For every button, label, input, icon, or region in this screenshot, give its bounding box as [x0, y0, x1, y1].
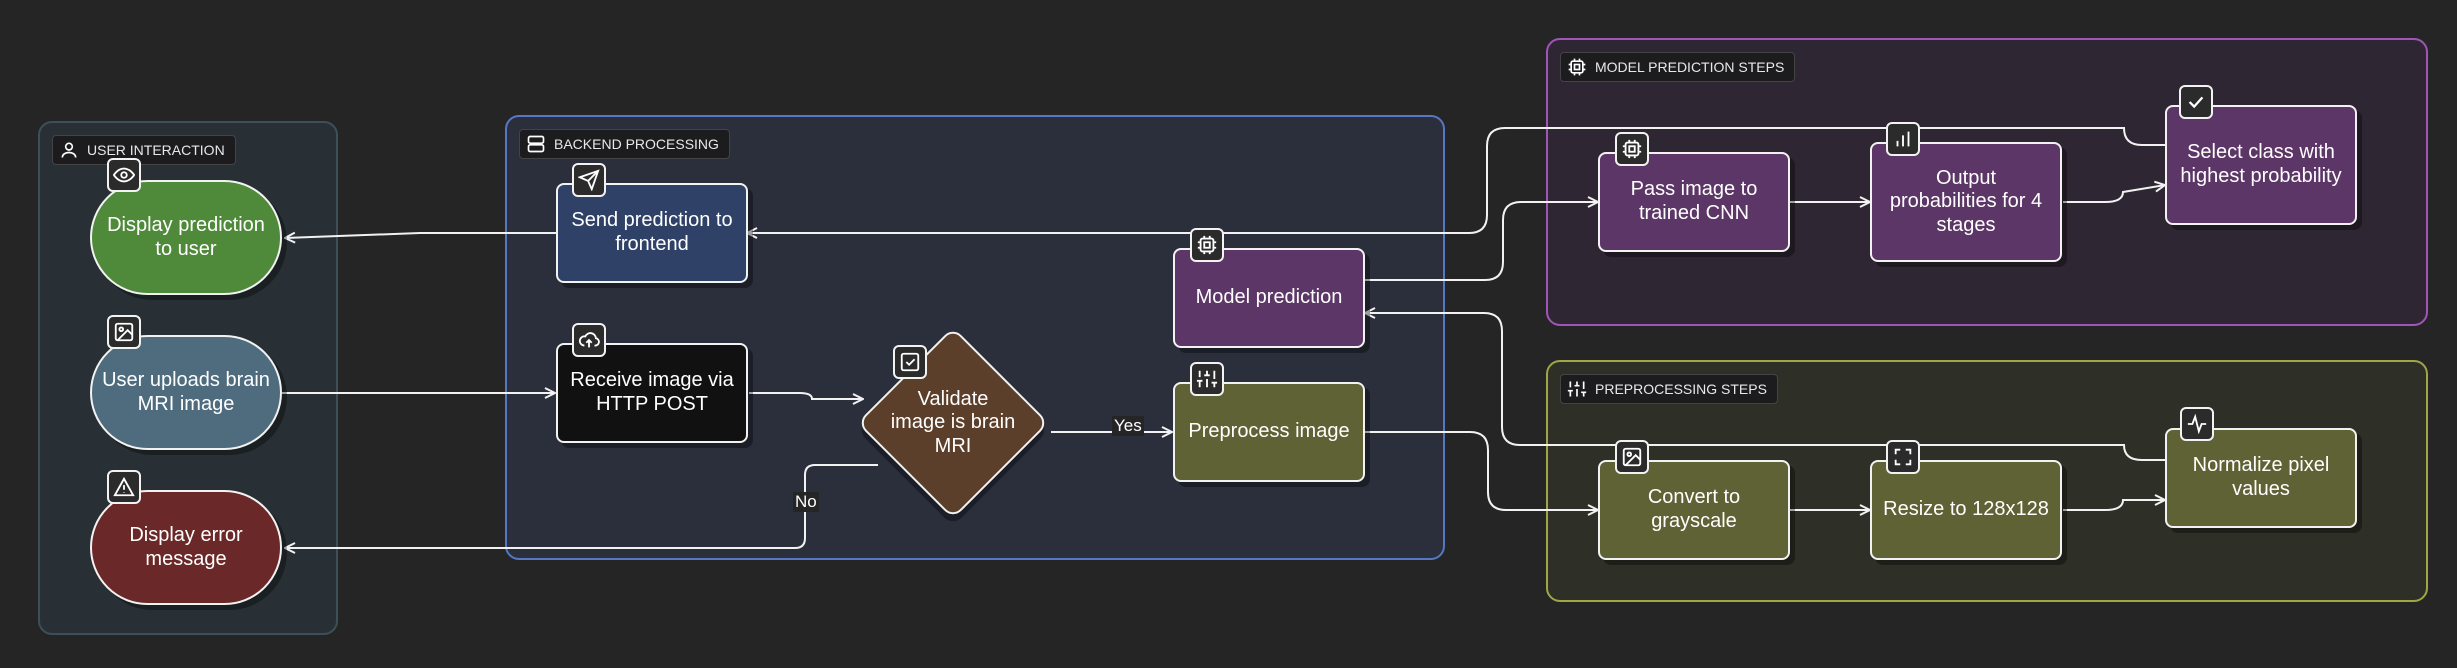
eye-icon	[113, 167, 135, 183]
display-prediction-node[interactable]: Display prediction to user	[90, 180, 282, 295]
edge-normalize-to-model	[1365, 313, 2165, 461]
send-prediction-node[interactable]: Send prediction to frontend	[556, 183, 748, 283]
warning-icon	[113, 476, 135, 497]
validate-icon-box	[893, 345, 927, 379]
cpu-icon	[1568, 58, 1586, 76]
normalize-node[interactable]: Normalize pixel values	[2165, 428, 2357, 528]
model-prediction-node[interactable]: Model prediction	[1173, 248, 1365, 348]
image-icon	[114, 322, 134, 342]
resize-node[interactable]: Resize to 128x128	[1870, 460, 2062, 560]
user-uploads-node[interactable]: User uploads brain MRI image	[90, 335, 282, 450]
output-probs-icon-box	[1886, 122, 1920, 156]
display-error-icon-box	[107, 470, 141, 504]
maximize-icon	[1894, 448, 1912, 466]
cpu-icon	[1197, 235, 1217, 255]
edge-send-to-display	[285, 233, 556, 238]
preprocess-icon-box	[1190, 362, 1224, 396]
pass-cnn-node[interactable]: Pass image to trained CNN	[1598, 152, 1790, 252]
edge-label-yes: Yes	[1112, 416, 1144, 436]
output-probs-node[interactable]: Output probabilities for 4 stages	[1870, 142, 2062, 262]
display-prediction-icon-box	[107, 158, 141, 192]
select-class-node[interactable]: Select class with highest probability	[2165, 105, 2357, 225]
bar-chart-icon	[1896, 131, 1910, 147]
edge-label-no: No	[793, 492, 819, 512]
user-uploads-icon-box	[107, 315, 141, 349]
edge-model-to-cnn	[1365, 202, 1598, 281]
grayscale-icon-box	[1615, 440, 1649, 474]
edge-output-to-select	[2063, 185, 2165, 203]
resize-icon-box	[1886, 440, 1920, 474]
edge-receive-to-validate	[749, 392, 863, 399]
upload-cloud-icon	[578, 332, 600, 348]
user-icon	[61, 142, 77, 158]
send-icon	[578, 169, 600, 191]
receive-image-node[interactable]: Receive image via HTTP POST	[556, 343, 748, 443]
edge-validate-no-error	[285, 464, 878, 548]
preprocess-node[interactable]: Preprocess image	[1173, 382, 1365, 482]
display-error-node[interactable]: Display error message	[90, 490, 282, 605]
edge-resize-to-normalize	[2063, 500, 2165, 511]
backend-processing-group-label: BACKEND PROCESSING	[519, 129, 730, 159]
user-interaction-group-label: USER INTERACTION	[52, 135, 236, 165]
edge-select-to-send	[747, 127, 2165, 233]
activity-icon	[2187, 413, 2207, 435]
image-icon	[1622, 447, 1642, 467]
sliders-icon	[1196, 370, 1218, 388]
server-icon	[527, 135, 545, 153]
edge-preprocess-to-grayscale	[1365, 431, 1598, 510]
model-prediction-group-label: MODEL PREDICTION STEPS	[1560, 52, 1796, 82]
model-prediction-icon-box	[1190, 228, 1224, 262]
validate-label: Validate image is brain MRI	[890, 387, 1016, 457]
preprocessing-group-label: PREPROCESSING STEPS	[1560, 374, 1778, 404]
cpu-icon	[1622, 139, 1642, 159]
check-icon	[2188, 96, 2204, 109]
pass-cnn-icon-box	[1615, 132, 1649, 166]
normalize-icon-box	[2180, 407, 2214, 441]
sliders-icon	[1567, 381, 1587, 397]
check-square-icon	[900, 352, 920, 372]
select-class-icon-box	[2179, 85, 2213, 119]
send-prediction-icon-box	[572, 163, 606, 197]
receive-image-icon-box	[572, 323, 606, 357]
grayscale-node[interactable]: Convert to grayscale	[1598, 460, 1790, 560]
